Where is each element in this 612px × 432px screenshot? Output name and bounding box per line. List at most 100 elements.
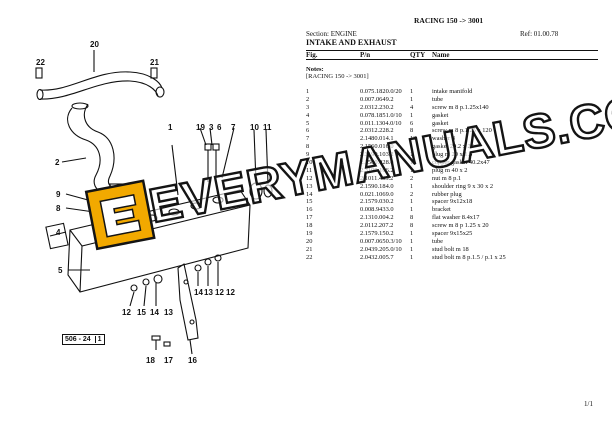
part-fig: 14 [306, 190, 313, 198]
part-fig: 2 [306, 95, 310, 103]
part-name: stud bolt m 18 [432, 245, 469, 253]
section-label: Section: ENGINE [306, 30, 357, 38]
page-number: 1/1 [584, 400, 593, 408]
part-fig: 4 [306, 111, 310, 119]
reference-label: Ref: 01.00.78 [520, 30, 559, 38]
part-fig: 16 [306, 206, 313, 214]
column-name: Name [432, 51, 450, 59]
callout-12b: 12 [215, 288, 224, 297]
callout-22: 22 [36, 58, 45, 67]
part-number: 0.007.0649.2 [360, 95, 394, 103]
tube-20-shape-lower [39, 80, 159, 100]
part-number: 2.1579.150.2 [360, 230, 394, 238]
callout-20: 20 [90, 40, 99, 49]
part-qty: 8 [410, 214, 414, 222]
callout-16: 16 [188, 356, 197, 365]
part-qty: 1 [410, 230, 414, 238]
callout-14a: 14 [150, 308, 159, 317]
callout-10: 10 [250, 123, 259, 132]
part-fig: 11 [306, 166, 313, 174]
column-fig: Fig. [306, 51, 318, 59]
part-number: 0.078.1851.0/10 [360, 111, 402, 119]
diagram-code-box: 1 [94, 336, 102, 343]
part-name: intake manifold [432, 88, 473, 95]
part-name: bracket [432, 206, 451, 214]
notes-text: [RACING 150 -> 3001] [306, 73, 369, 80]
part-qty: 1 [410, 253, 414, 261]
bracket-16-shape [177, 263, 199, 341]
callout-8: 8 [56, 204, 61, 213]
part-fig: 18 [306, 222, 313, 230]
part-number: 2.0112.207.2 [360, 222, 394, 230]
part-fig: 17 [306, 214, 313, 222]
column-qty: QTY [410, 51, 426, 59]
parts-diagram: 20 22 21 1 19 3 6 7 10 11 2 9 8 4 5 12 1… [0, 0, 300, 432]
part-name: copper gasket 40.2x47 [432, 159, 490, 167]
part-number: 2.3199.166.2 [360, 166, 394, 174]
notes-title: Notes: [306, 66, 324, 73]
part-fig: 6 [306, 127, 310, 135]
part-qty: 1 [410, 95, 414, 103]
part-number: 0.011.1304.0/10 [360, 119, 402, 127]
callout-6: 6 [217, 123, 222, 132]
part-name: tube [432, 237, 444, 245]
callout-4: 4 [56, 228, 61, 237]
part-qty: 2 [410, 174, 414, 182]
diagram-code-text: 506 - 24 [65, 336, 91, 343]
callout-1: 1 [168, 123, 173, 132]
part-name: gasket [432, 111, 449, 119]
part-name: spacer 9x15x25 [432, 230, 473, 238]
callout-13a: 13 [164, 308, 173, 317]
diagram-code: 506 - 24 1 [62, 334, 105, 345]
part-number: 0.021.1069.0 [360, 190, 394, 198]
part-qty: 6 [410, 119, 414, 127]
part-qty: 1 [410, 245, 414, 253]
callout-12a: 12 [122, 308, 131, 317]
part-qty: 1 [410, 166, 414, 174]
part-name: gasket 20.2 x 26 [432, 143, 474, 151]
part-name: stud bolt m 8 p.1.5 / p.1 x 25 [432, 253, 506, 261]
callout-19: 19 [196, 123, 205, 132]
part-number: 2.1560.028.0 [360, 159, 394, 167]
tube-2-shape [67, 107, 113, 197]
part-qty: 1 [410, 151, 414, 159]
column-pn: P/n [360, 51, 371, 59]
callout-11: 11 [263, 123, 272, 132]
part-qty: 1 [410, 88, 414, 95]
callout-2: 2 [55, 158, 60, 167]
callout-7: 7 [231, 123, 236, 132]
part-number: 2.1560.016.0 [360, 143, 394, 151]
part-fig: 10 [306, 159, 313, 167]
part-fig: 3 [306, 103, 310, 111]
part-number: 2.1011.405.2 [360, 174, 394, 182]
part-qty: 1 [410, 111, 414, 119]
part-qty: 8 [410, 127, 414, 135]
part-fig: 1 [306, 88, 310, 95]
tube-20-shape [39, 71, 163, 91]
callout-9: 9 [56, 190, 61, 199]
part-name: nut m 8 p.1 [432, 174, 462, 182]
part-name: plug m 40 x 2 [432, 166, 468, 174]
part-number: 2.3199.103.2 [360, 151, 394, 159]
manifold-1-shape [67, 189, 251, 293]
callout-15: 15 [137, 308, 146, 317]
part-name: spacer 9x12x18 [432, 198, 473, 206]
callout-12c: 12 [226, 288, 235, 297]
part-fig: 21 [306, 245, 313, 253]
part-number: 2.1310.004.2 [360, 214, 394, 222]
part-qty: 2 [410, 190, 414, 198]
